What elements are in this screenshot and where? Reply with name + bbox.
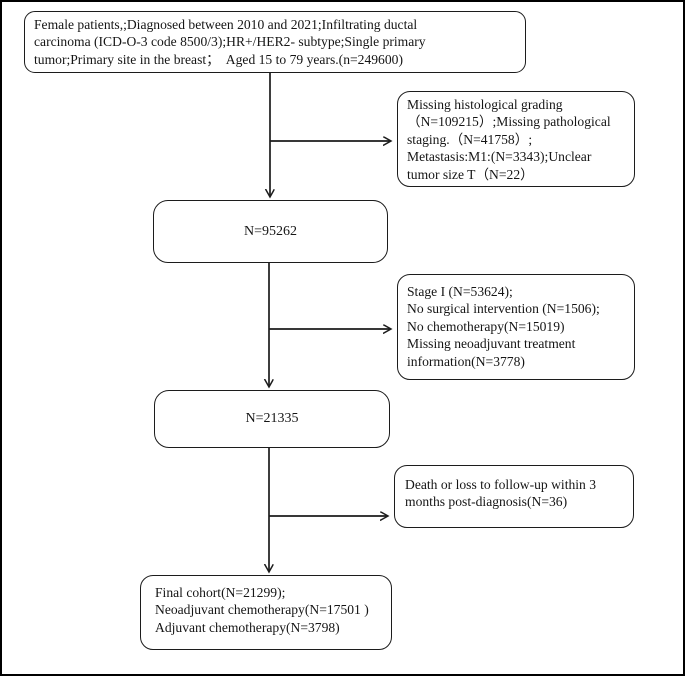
inclusion-line-3: tumor;Primary site in the breast； Aged 1… [34,51,403,67]
exclusion2-line-2: No surgical intervention (N=1506); [407,301,600,317]
inclusion-criteria-box: Female patients,;Diagnosed between 2010 … [24,11,526,73]
cohort2-count: N=21335 [245,411,299,427]
inclusion-line-2: carcinoma (ICD-O-3 code 8500/3);HR+/HER2… [34,34,426,50]
exclusion1-line-4: Metastasis:M1:(N=3343);Unclear [407,149,592,165]
final-cohort-box: Final cohort(N=21299); Neoadjuvant chemo… [140,575,392,650]
final-line-2: Neoadjuvant chemotherapy(N=17501 ) [155,602,369,618]
cohort1-count: N=95262 [243,223,297,239]
exclusion1-line-2: （N=109215）;Missing pathological [407,114,611,130]
exclusion1-line-5: tumor size T（N=22） [407,166,534,182]
exclusion1-line-3: staging.（N=41758）; [407,131,533,147]
exclusion1-line-1: Missing histological grading [407,97,563,112]
exclusion-box-stage-treatment: Stage I (N=53624); No surgical intervent… [397,274,635,380]
final-line-1: Final cohort(N=21299); [155,585,286,600]
cohort-box-21335: N=21335 [154,390,390,448]
inclusion-line-1: Female patients,;Diagnosed between 2010 … [34,17,418,32]
exclusion3-line-1: Death or loss to follow-up within 3 [405,477,597,492]
exclusion-box-followup: Death or loss to follow-up within 3 mont… [394,465,634,528]
exclusion3-line-2: months post-diagnosis(N=36) [405,494,568,510]
exclusion2-line-3: No chemotherapy(N=15019) [407,318,565,334]
exclusion2-line-5: information(N=3778) [407,353,525,369]
exclusion2-line-4: Missing neoadjuvant treatment [407,336,576,352]
exclusion-box-missing-data: Missing histological grading （N=109215）;… [397,91,635,187]
cohort-box-95262: N=95262 [153,200,388,263]
exclusion2-line-1: Stage I (N=53624); [407,284,513,299]
final-line-3: Adjuvant chemotherapy(N=3798) [155,619,340,635]
